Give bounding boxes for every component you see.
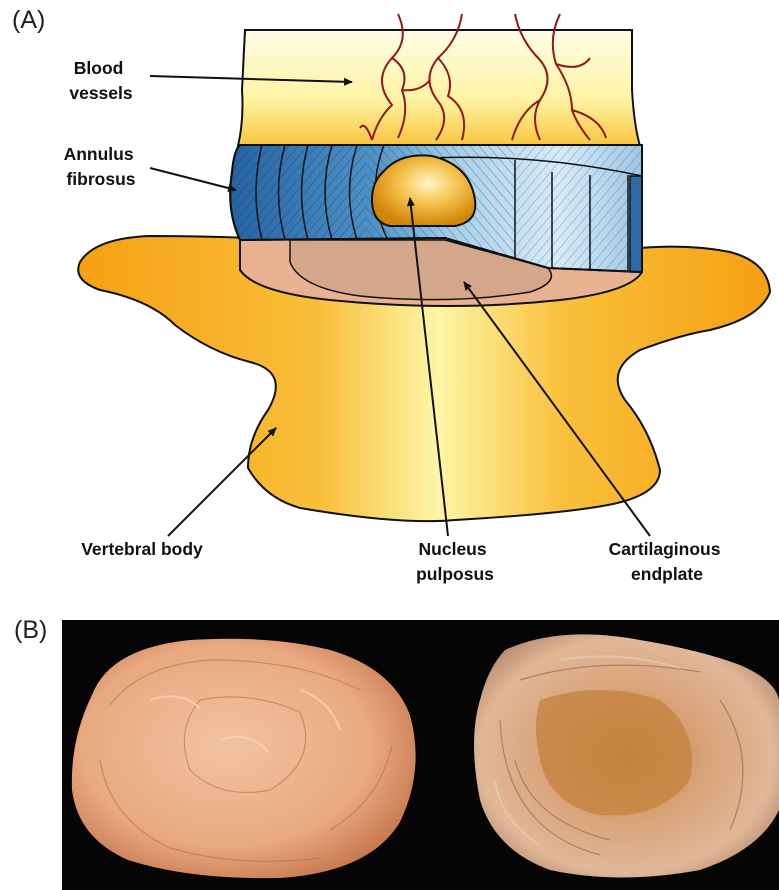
arrow-annulus-fibrosus	[150, 168, 236, 190]
label-blood-vessels: Blood vessels	[69, 58, 133, 103]
label-blood-vessels-line1: Blood	[74, 58, 124, 78]
label-vertebral-body-line1: Vertebral body	[81, 539, 203, 559]
label-cartilaginous-endplate: Cartilaginous endplate	[609, 539, 726, 584]
label-cartilaginous-endplate-line1: Cartilaginous	[609, 539, 721, 559]
label-annulus-fibrosus: Annulus fibrosus	[64, 144, 139, 189]
label-nucleus-pulposus-line2: pulposus	[416, 564, 494, 584]
label-vertebral-body: Vertebral body	[81, 539, 203, 559]
label-annulus-fibrosus-line1: Annulus	[64, 144, 134, 164]
panel-label-b: (B)	[14, 616, 47, 644]
panel-label-a: (A)	[12, 6, 45, 34]
degenerated-disc-photo	[474, 634, 779, 877]
label-blood-vessels-line2: vessels	[69, 83, 133, 103]
label-annulus-fibrosus-line2: fibrosus	[66, 169, 135, 189]
label-nucleus-pulposus-line1: Nucleus	[419, 539, 487, 559]
upper-vertebral-body	[238, 30, 640, 146]
label-cartilaginous-endplate-line2: endplate	[631, 564, 703, 584]
healthy-disc-photo	[72, 639, 416, 878]
label-nucleus-pulposus: Nucleus pulposus	[416, 539, 494, 584]
